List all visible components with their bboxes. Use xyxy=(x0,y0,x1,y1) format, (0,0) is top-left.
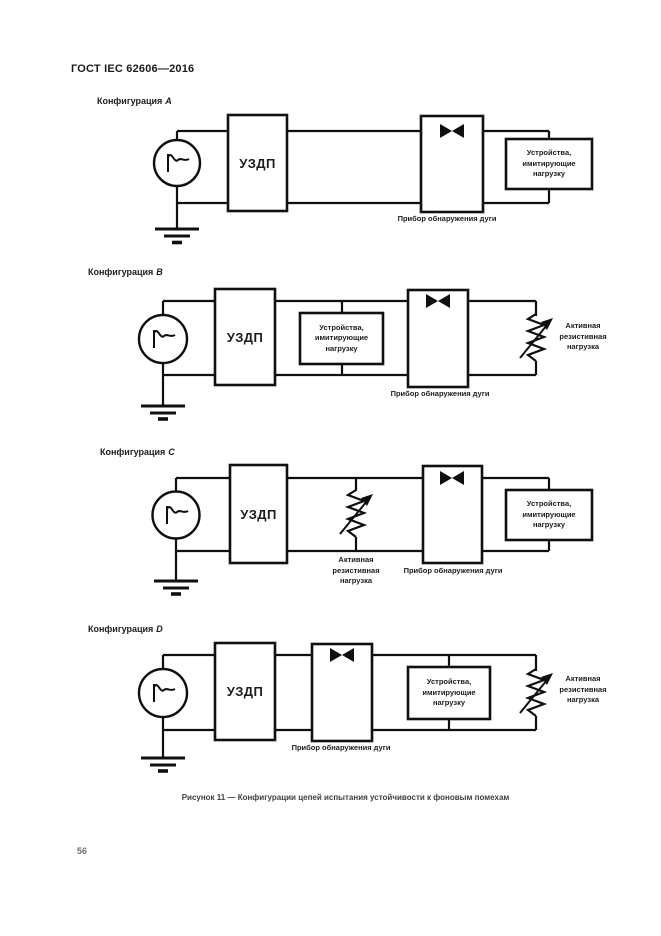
config-b-letter: B xyxy=(156,267,163,277)
ground-icon xyxy=(141,404,185,421)
uzdp-label-c: УЗДП xyxy=(240,506,277,522)
config-a-letter: A xyxy=(165,96,172,106)
variable-resistor-icon xyxy=(519,313,553,362)
variable-resistor-icon xyxy=(519,668,553,717)
load-imitator-box xyxy=(504,488,594,542)
load-imitator-label-a: Устройства, имитирующие нагрузку xyxy=(522,148,576,179)
arc-break-icon xyxy=(426,294,450,308)
config-d-letter: D xyxy=(156,624,163,634)
config-c-letter: C xyxy=(168,447,175,457)
resistive-load-label-d: Активная резистивная нагрузка xyxy=(559,674,607,704)
figure-caption: Рисунок 11 — Конфигурации цепей испытани… xyxy=(181,793,510,802)
uzdp-box xyxy=(228,463,289,565)
load-imitator-label-c: Устройства, имитирующие нагрузку xyxy=(522,499,576,530)
arc-detector-box xyxy=(406,288,470,389)
variable-resistor-icon xyxy=(339,489,373,538)
config-c-prefix: Конфигурация xyxy=(100,447,166,457)
load-imitator-box xyxy=(406,665,492,721)
uzdp-box xyxy=(226,113,289,213)
arc-break-icon xyxy=(440,124,464,138)
resistive-load-label-c: Активная резистивная нагрузка xyxy=(332,555,380,585)
load-imitator-box xyxy=(298,311,385,366)
uzdp-box xyxy=(213,287,277,387)
config-d-prefix: Конфигурация xyxy=(88,624,154,634)
arc-detector-label-a: Прибор обнаружения дуги xyxy=(397,214,497,223)
arc-detector-box xyxy=(310,642,374,743)
config-b-prefix: Конфигурация xyxy=(88,267,154,277)
ground-icon xyxy=(141,756,185,773)
ground-icon xyxy=(155,227,199,245)
ac-source-icon xyxy=(151,490,201,540)
arc-detector-box xyxy=(419,114,485,214)
arc-break-icon xyxy=(330,648,354,662)
config-b-circuit xyxy=(137,287,553,421)
ac-source-icon xyxy=(152,138,202,188)
config-a-circuit xyxy=(152,113,594,245)
ac-source-icon xyxy=(137,667,189,719)
uzdp-label-d: УЗДП xyxy=(226,684,264,699)
load-imitator-box xyxy=(504,137,594,191)
arc-break-icon xyxy=(440,471,464,485)
document-header: ГОСТ IEC 62606—2016 xyxy=(71,63,195,75)
arc-detector-label-d: Прибор обнаружения дуги xyxy=(291,743,391,752)
uzdp-label-a: УЗДП xyxy=(239,155,276,171)
resistive-load-label-b: Активная резистивная нагрузка xyxy=(559,321,607,351)
arc-detector-box xyxy=(421,464,484,565)
load-imitator-label-b: Устройства, имитирующие нагрузку xyxy=(314,322,369,353)
uzdp-box xyxy=(213,641,277,742)
ground-icon xyxy=(154,579,198,596)
arc-detector-label-b: Прибор обнаружения дуги xyxy=(390,389,490,398)
page-number: 56 xyxy=(77,846,88,856)
arc-detector-label-c: Прибор обнаружения дуги xyxy=(403,566,503,575)
config-d-circuit xyxy=(137,641,553,773)
ac-source-icon xyxy=(137,313,189,365)
config-a-prefix: Конфигурация xyxy=(97,96,163,106)
uzdp-label-b: УЗДП xyxy=(226,329,264,345)
load-imitator-label-d: Устройства, имитирующие нагрузку xyxy=(422,677,476,708)
config-c-circuit xyxy=(151,463,594,596)
